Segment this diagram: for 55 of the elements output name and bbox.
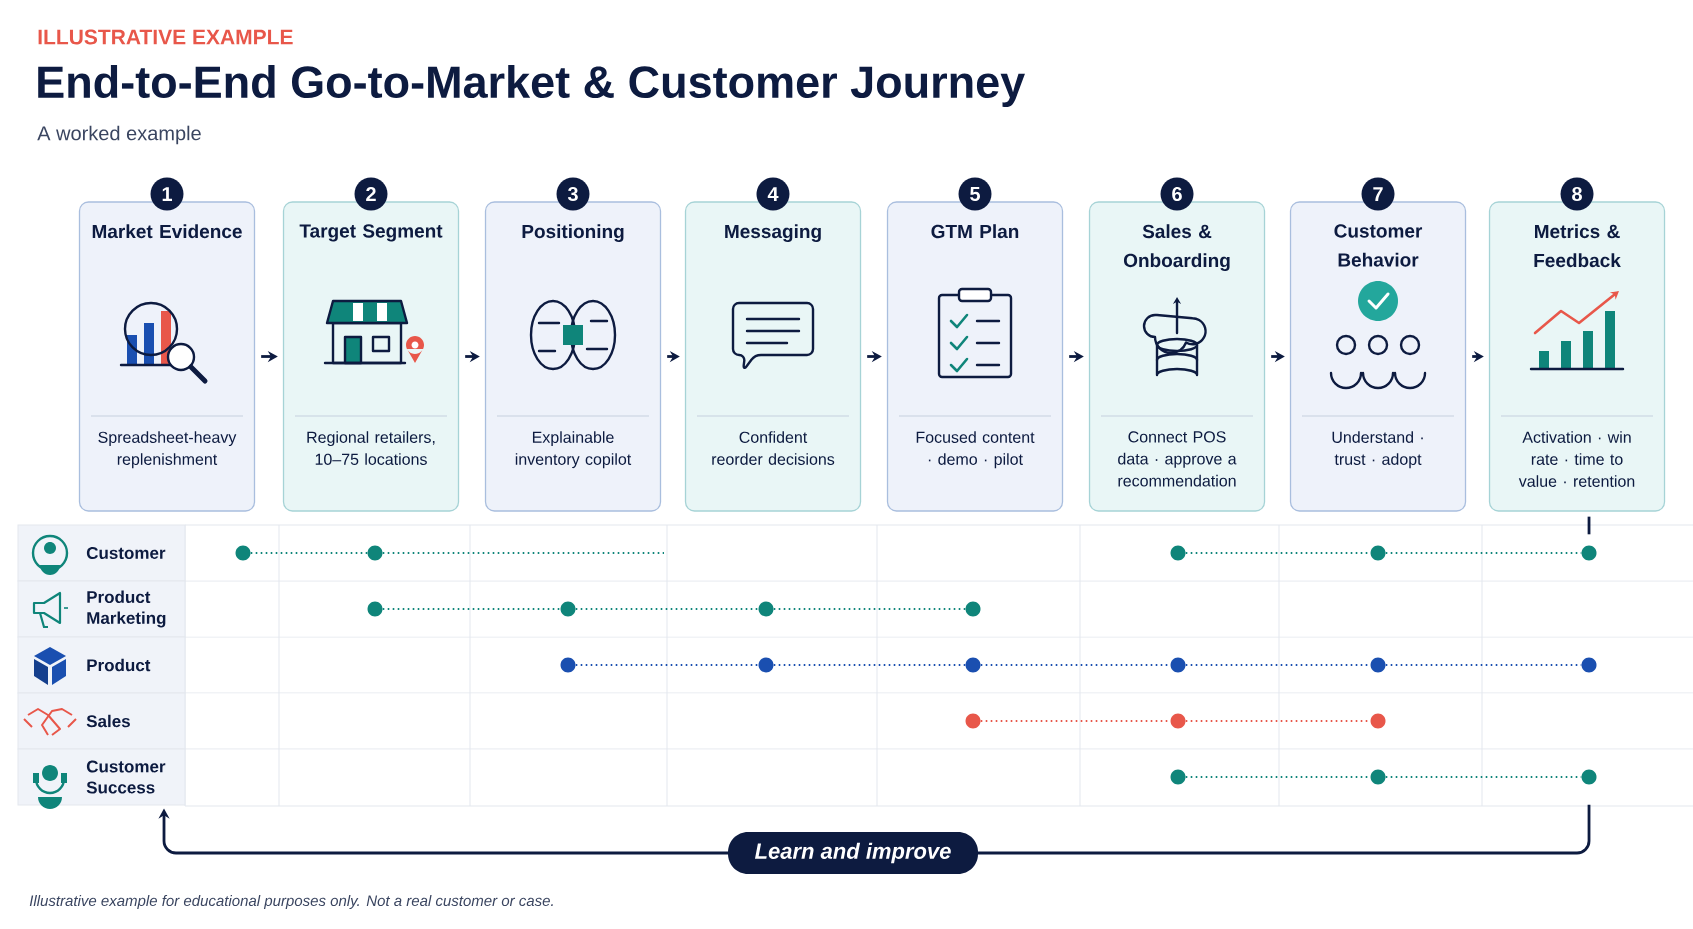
number-badge: 7 — [1361, 177, 1395, 211]
step-description: Spreadsheet-heavy replenishment — [98, 431, 237, 469]
timeline-dot — [965, 713, 981, 729]
lane-label: Sales — [17, 692, 186, 750]
lane-label: Customer Success — [17, 748, 186, 806]
step-title: Positioning — [522, 224, 624, 242]
number-badge: 6 — [1160, 177, 1194, 211]
timeline-dot — [560, 657, 576, 673]
number-badge: 2 — [354, 177, 388, 211]
timeline-dot — [1581, 769, 1597, 785]
timeline-dot — [1370, 657, 1386, 673]
timeline-dot — [965, 657, 981, 673]
timeline-dot — [1581, 545, 1597, 561]
timeline-dot — [1370, 769, 1386, 785]
kicker: ILLUSTRATIVE EXAMPLE — [38, 29, 293, 45]
timeline-dot — [1170, 713, 1186, 729]
number-badge: 3 — [556, 177, 590, 211]
timeline-dot — [1170, 769, 1186, 785]
timeline-dot — [1370, 713, 1386, 729]
subtitle: A worked example — [37, 125, 201, 145]
timeline-dot — [758, 657, 774, 673]
timeline-dot — [367, 545, 383, 561]
step-title: Target Segment — [299, 224, 443, 242]
step-description: Activation · win rate · time to value · retention — [1518, 431, 1635, 487]
number-badge: 8 — [1560, 177, 1594, 211]
timeline-dot — [758, 601, 774, 617]
step-description: Connect POS data · approve a recommendation — [1118, 431, 1237, 487]
footnote: Illustrative example for educational purposes only. Not a real customer or case. — [29, 895, 553, 909]
step-title: Market Evidence — [92, 224, 242, 239]
step-description: Explainable inventory copilot — [515, 431, 632, 469]
timeline-dot — [560, 601, 576, 617]
timeline-dot — [235, 545, 251, 561]
timeline-dot — [1581, 657, 1597, 673]
timeline-dot — [367, 601, 383, 617]
step-description: Regional retailers, 10–75 locations — [307, 431, 435, 465]
edge-label: Learn and improve — [728, 832, 978, 874]
timeline-dot — [1370, 545, 1386, 561]
lane-label: Customer — [17, 524, 186, 582]
step-description: Focused content · demo · pilot — [916, 431, 1035, 469]
lane-label: Product Marketing — [17, 580, 186, 638]
step-description: Confident reorder decisions — [712, 431, 835, 465]
number-badge: 1 — [150, 177, 184, 211]
timeline-dot — [1170, 657, 1186, 673]
title: End-to-End Go-to-Market & Customer Journey — [38, 65, 1025, 107]
step-title: GTM Plan — [931, 224, 1019, 239]
lane-label: Product — [17, 636, 186, 694]
step-title: Sales & Onboarding — [1123, 224, 1230, 271]
step-title: Messaging — [725, 224, 821, 242]
step-title: Customer Behavior — [1334, 224, 1423, 267]
timeline-dot — [1170, 545, 1186, 561]
timeline-dot — [965, 601, 981, 617]
step-title: Metrics & Feedback — [1534, 224, 1621, 268]
number-badge: 4 — [756, 177, 790, 211]
number-badge: 5 — [958, 177, 992, 211]
step-description: Understand · trust · adopt — [1332, 431, 1423, 469]
